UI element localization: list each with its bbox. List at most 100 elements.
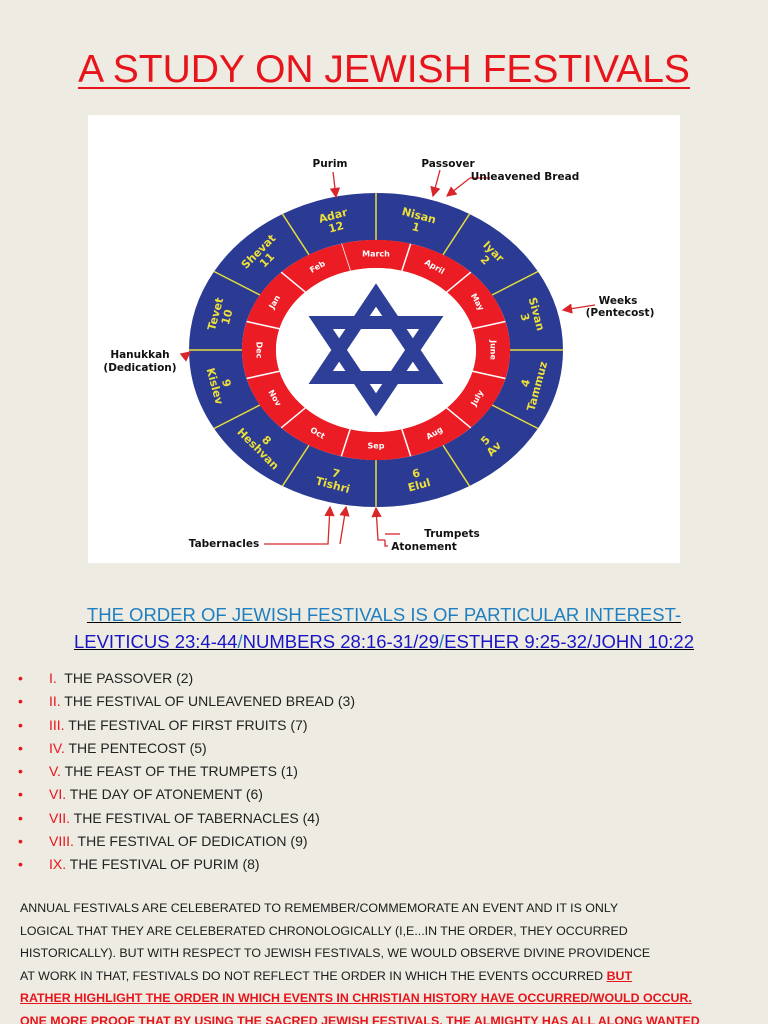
bullet-icon: • (18, 856, 23, 873)
festival-item: •III. THE FESTIVAL OF FIRST FRUITS (7) (18, 715, 355, 738)
gregorian-month-label: Sep (368, 442, 385, 451)
festival-numeral: II. (49, 693, 61, 710)
hebrew-month-sector (443, 214, 538, 295)
festival-item: •VI. THE DAY OF ATONEMENT (6) (18, 784, 355, 807)
link-leviticus[interactable]: LEVITICUS 23:4-44 (73, 631, 238, 652)
month-divider (472, 370, 506, 380)
arrow (329, 171, 341, 199)
gregorian-month-label: March (362, 250, 390, 259)
arrow (445, 177, 471, 197)
scripture-references: THE ORDER OF JEWISH FESTIVALS IS OF PART… (40, 601, 728, 655)
label-hanukkah: Hanukkah (110, 349, 169, 361)
link-numbers[interactable]: NUMBERS 28:16-31/29 (242, 631, 440, 652)
gregorian-month-sector (401, 243, 471, 293)
festival-numeral: VI. (49, 786, 67, 803)
paragraph-text: AT WORK IN THAT, FESTIVALS DO NOT REFLEC… (20, 968, 607, 983)
proof-text: PROOF (90, 1013, 135, 1024)
page-title: A STUDY ON JEWISH FESTIVALS (78, 48, 690, 91)
hebrew-month-label: 6Elul (403, 464, 432, 494)
highlight-text: BUT (606, 968, 633, 983)
gregorian-month-label: June (489, 339, 498, 360)
month-divider (280, 271, 306, 293)
gregorian-month-sector (446, 272, 506, 329)
gregorian-month-sector (341, 429, 411, 460)
festival-text: THE PASSOVER (2) (56, 670, 194, 686)
arrow (430, 169, 441, 198)
festival-text: THE FESTIVAL OF FIRST FRUITS (7) (64, 716, 308, 733)
festival-item: • II. THE FESTIVAL OF UNLEAVENED BREAD (3… (18, 691, 355, 714)
festival-item: •VIII. THE FESTIVAL OF DEDICATION (9) (18, 831, 355, 854)
gregorian-month-sector (281, 243, 351, 293)
highlight-text: THAT BY USING THE SACRED JEWISH FESTIVAL… (134, 1013, 700, 1024)
hebrew-month-sector (189, 271, 260, 350)
month-divider (281, 444, 310, 487)
festival-item: •IV. THE PENTECOST (5) (18, 738, 355, 761)
month-divider (491, 270, 539, 296)
festival-item: •VII. THE FESTIVAL OF TABERNACLES (4) (18, 808, 355, 831)
festival-text: THE FESTIVAL OF UNLEAVENED BREAD (3) (60, 693, 355, 710)
annotation-arrows (179, 169, 596, 547)
bullet-icon: • (18, 739, 23, 756)
center-disc (276, 268, 476, 432)
paragraph-line: HISTORICALLY). BUT WITH RESPECT TO JEWIS… (20, 946, 651, 960)
bullet-icon: • (18, 809, 23, 826)
festival-numeral: VIII. (49, 833, 74, 850)
gregorian-month-sector (401, 407, 471, 457)
label-atonement: Atonement (391, 541, 457, 553)
festival-item: • IX. THE FESTIVAL OF PURIM (8) (18, 854, 355, 877)
paragraph-line: ANNUAL FESTIVALS ARE CELEBERATED TO REME… (20, 901, 619, 915)
month-divider (442, 213, 471, 256)
festival-text: THE FEAST OF THE TRUMPETS (1) (60, 763, 298, 780)
gregorian-month-sector (341, 239, 411, 271)
hebrew-month-sector (492, 350, 563, 429)
label-pentecost: (Pentecost) (586, 307, 655, 319)
interest-text: THE ORDER OF JEWISH FESTIVALS IS OF PART… (86, 604, 682, 625)
star-triangle (308, 283, 444, 384)
paragraph-line: LOGICAL THAT THEY ARE CELEBERATED CHRONO… (20, 923, 628, 938)
body-paragraph: ANNUAL FESTIVALS ARE CELEBERATED TO REME… (20, 897, 750, 1024)
label-weeks: Weeks (599, 295, 638, 307)
leader-line (384, 540, 388, 547)
month-divider (213, 270, 261, 296)
month-divider (442, 444, 471, 487)
paragraph-line: AT WORK IN THAT, FESTIVALS DO NOT REFLEC… (20, 965, 750, 988)
month-divider (281, 213, 310, 256)
arrow (339, 505, 350, 545)
festival-numeral: IV. (49, 739, 65, 756)
festival-text: THE FESTIVAL OF DEDICATION (9) (73, 833, 308, 850)
bullet-icon: • (18, 670, 23, 686)
bullet-icon: • (18, 786, 23, 803)
label-passover: Passover (421, 158, 475, 170)
festival-numeral: VII. (49, 809, 71, 826)
gregorian-month-sector (246, 272, 306, 329)
festival-numeral: V. (49, 763, 61, 780)
month-divider (246, 370, 280, 380)
month-divider (246, 320, 280, 330)
gregorian-month-sector (472, 321, 510, 379)
hebrew-month-sector (282, 193, 376, 255)
star-triangle (308, 316, 444, 417)
highlight-text: ONE MORE (20, 1013, 91, 1024)
label-dedication: (Dedication) (103, 362, 176, 374)
label-unleavened-bread: Unleavened Bread (471, 171, 579, 183)
festival-numeral: III. (49, 716, 65, 733)
link-esther-john[interactable]: ESTHER 9:25-32/JOHN 10:22 (444, 631, 695, 652)
label-tabernacles: Tabernacles (189, 538, 259, 550)
highlight-line: RATHER HIGHLIGHT THE ORDER IN WHICH EVEN… (20, 991, 692, 1005)
gregorian-month-sector (281, 407, 351, 457)
festival-numeral: I. (49, 670, 57, 686)
hebrew-month-label: Tevet10 (205, 296, 238, 335)
paragraph-line: ONE MORE PROOF THAT BY USING THE SACRED … (20, 1010, 750, 1024)
month-divider (340, 428, 351, 457)
month-divider (280, 407, 306, 429)
bullet-icon: • (18, 693, 23, 710)
month-divider (213, 404, 261, 430)
hebrew-month-sector (492, 271, 563, 350)
festival-numeral: IX. (49, 856, 67, 873)
hebrew-month-label: Adar12 (317, 206, 352, 238)
festival-text: THE FESTIVAL OF PURIM (8) (66, 856, 260, 873)
arrow (264, 505, 335, 545)
separator: / (439, 631, 445, 652)
label-trumpets: Trumpets (424, 528, 480, 540)
